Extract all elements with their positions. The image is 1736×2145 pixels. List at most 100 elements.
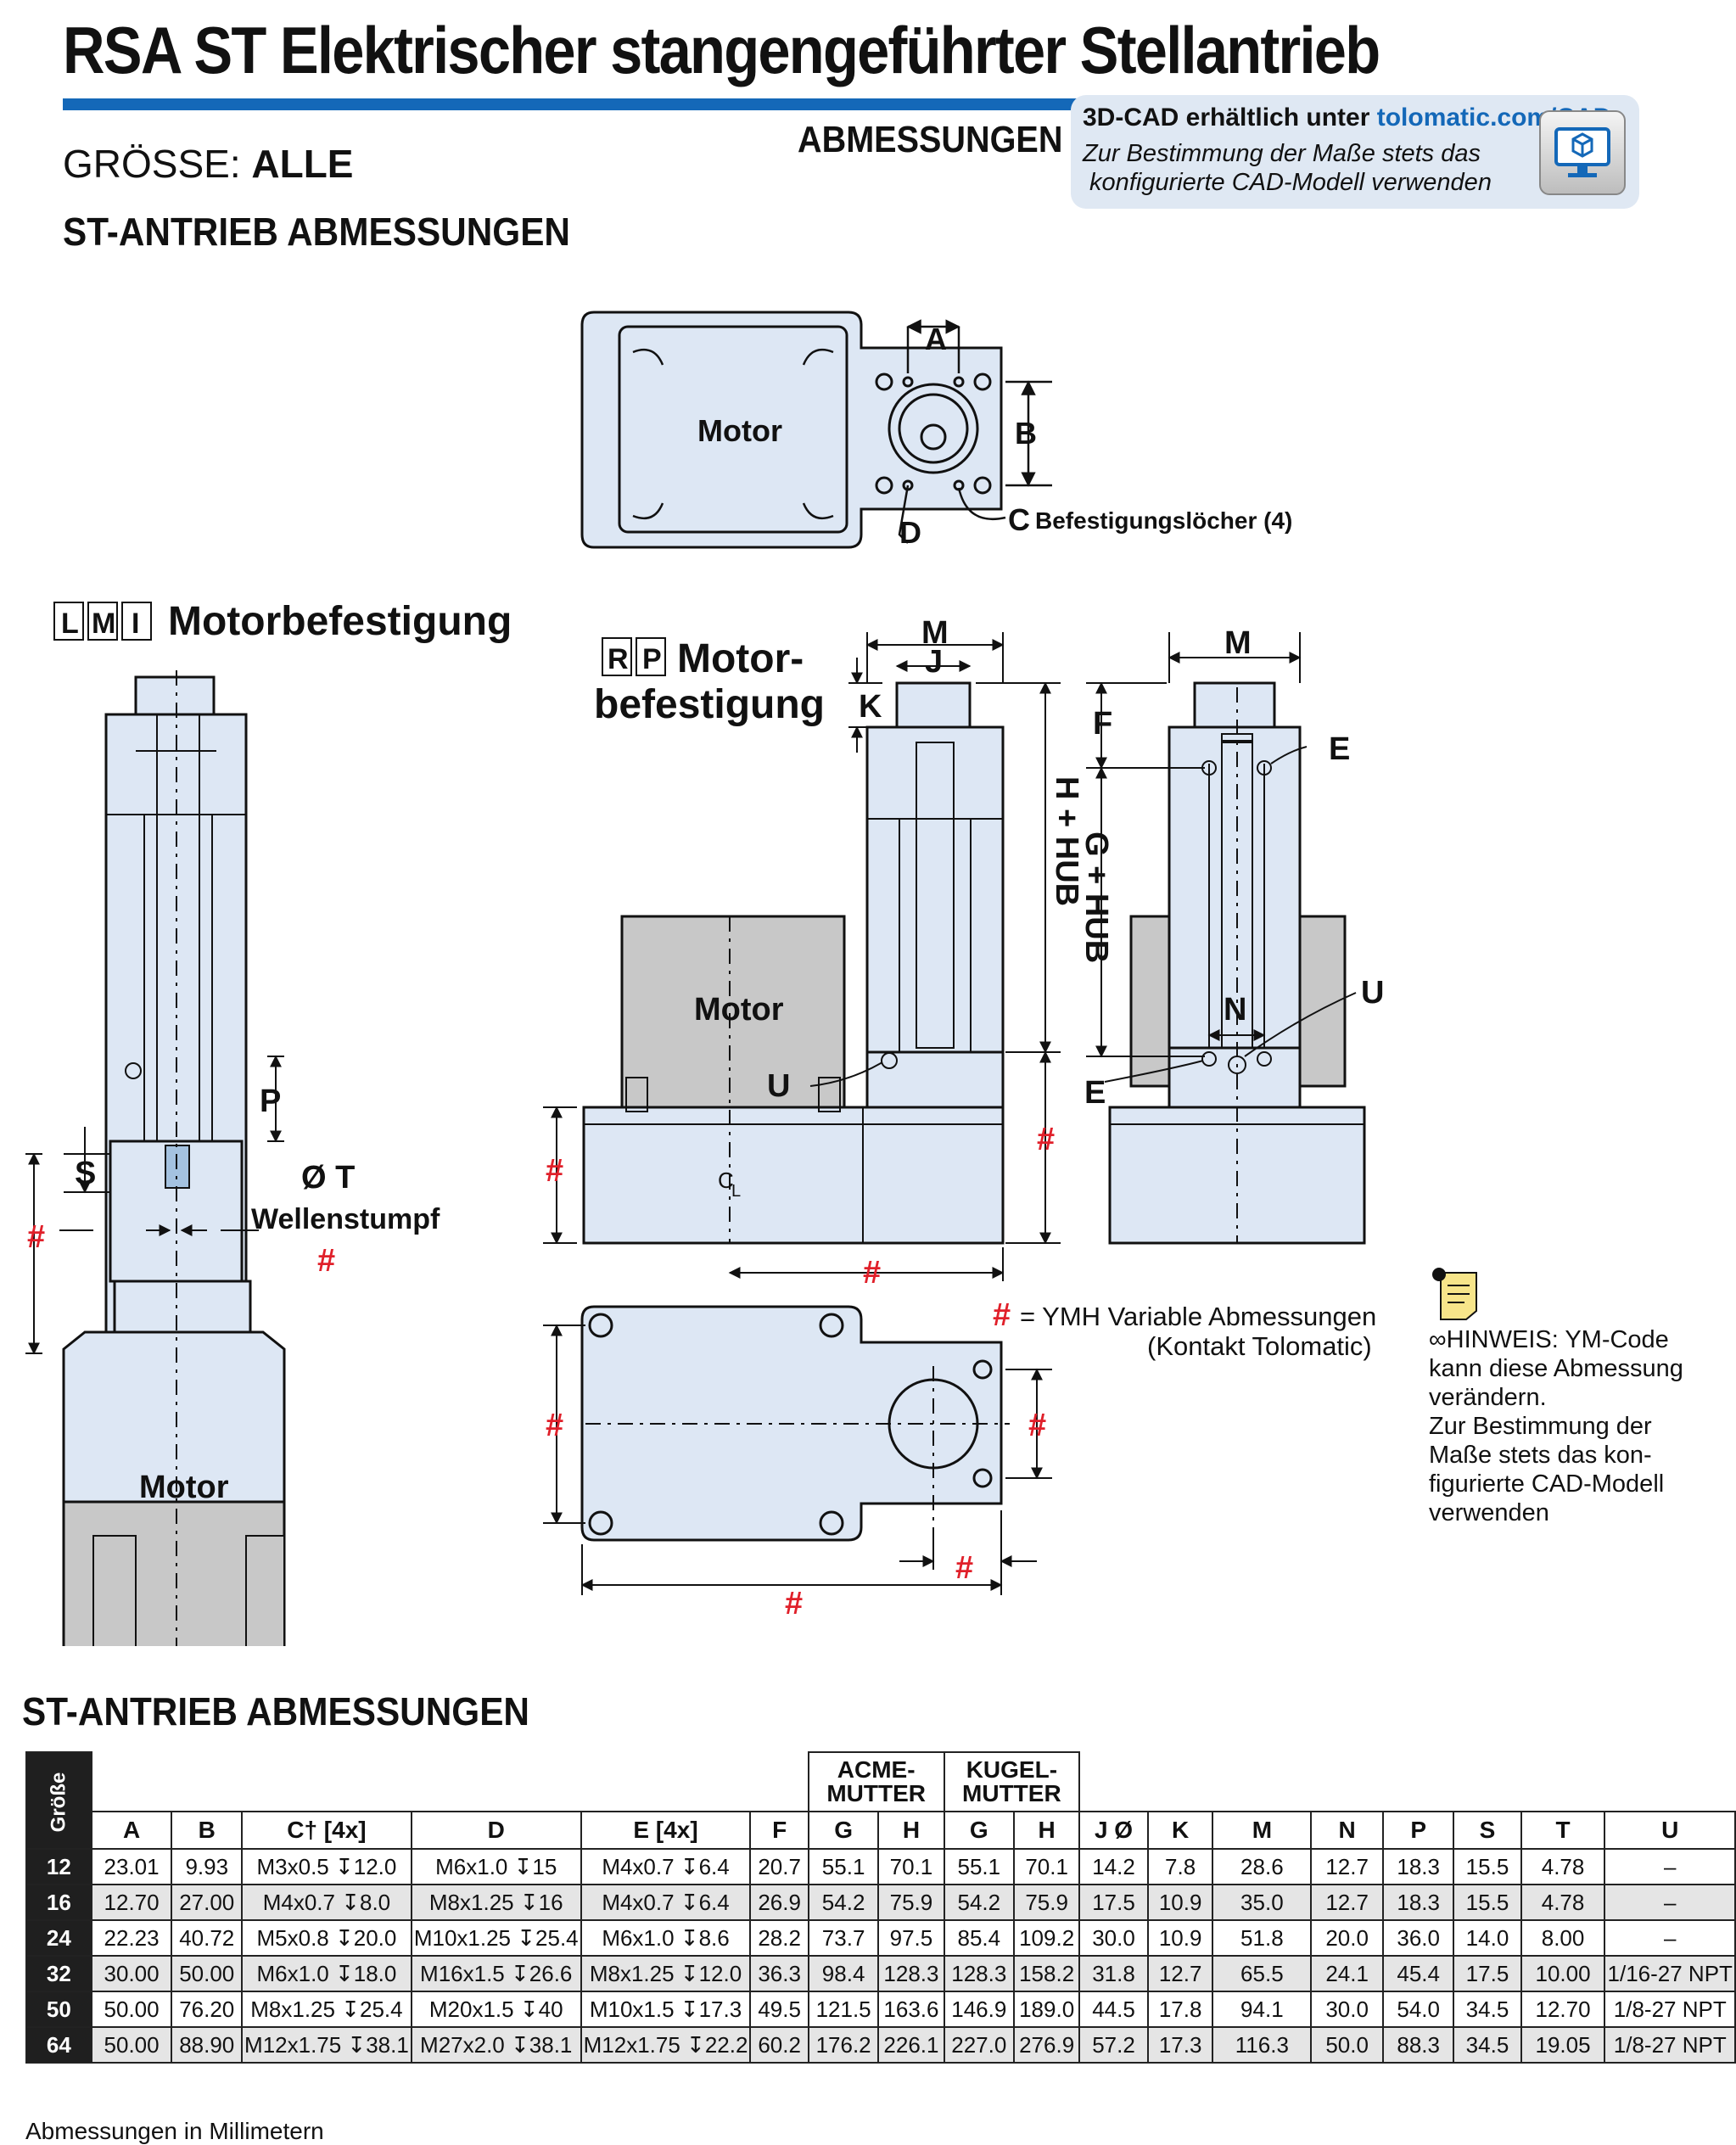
table-cell: – <box>1604 1919 1736 1957</box>
svg-text:#: # <box>863 1255 881 1291</box>
table-cell: 36.0 <box>1381 1919 1455 1957</box>
table-cell: 57.2 <box>1078 2026 1149 2064</box>
g-stroke-label: G + HUB <box>1078 832 1114 963</box>
table-cell: M16x1.5 ↧26.6 <box>410 1955 582 1992</box>
table-cell: 10.9 <box>1146 1884 1214 1921</box>
size-cell: 50 <box>25 1991 92 2028</box>
rp-badge: R P <box>602 637 666 676</box>
table-cell: 12.70 <box>90 1884 173 1921</box>
size-line: GRÖSSE: ALLE <box>63 141 354 187</box>
table-footnote: Abmessungen in Millimetern <box>25 2118 324 2144</box>
table-cell: 20.0 <box>1310 1919 1384 1957</box>
svg-text:I: I <box>132 608 139 640</box>
table-cell: 55.1 <box>943 1848 1016 1885</box>
table-cell: 128.3 <box>877 1955 945 1992</box>
table-cell: 121.5 <box>807 1991 880 2028</box>
size-cell: 12 <box>25 1848 92 1885</box>
col-header: H <box>1013 1811 1081 1850</box>
acme-group-header: ACME-MUTTER <box>807 1750 945 1813</box>
table-cell: 128.3 <box>943 1955 1016 1992</box>
col-header: G <box>807 1811 880 1850</box>
table-cell: M5x0.8 ↧20.0 <box>241 1919 412 1957</box>
col-header: H <box>877 1811 945 1850</box>
table-cell: 30.0 <box>1310 1991 1384 2028</box>
col-header: S <box>1453 1811 1522 1850</box>
table-cell: M27x2.0 ↧38.1 <box>410 2026 582 2064</box>
size-cell: 64 <box>25 2026 92 2064</box>
svg-text:D: D <box>899 515 921 550</box>
table-cell: 50.0 <box>1310 2026 1384 2064</box>
table-cell: 1/8-27 NPT <box>1604 2026 1736 2064</box>
col-header: M <box>1212 1811 1313 1850</box>
svg-text:L: L <box>61 608 79 640</box>
svg-text:#: # <box>546 1153 563 1189</box>
table-cell: 12.70 <box>1520 1991 1606 2028</box>
mounting-holes-label: Befestigungslöcher (4) <box>1035 507 1292 534</box>
table-cell: 34.5 <box>1453 2026 1522 2064</box>
table-cell: 22.23 <box>90 1919 173 1957</box>
top-view-motor <box>618 325 848 534</box>
table-cell: 50.00 <box>171 1955 244 1992</box>
svg-text:E: E <box>1329 731 1350 767</box>
technical-drawing: Motor A B D C Befestigungslöcher (4) <box>25 311 1477 1646</box>
table-cell: 45.4 <box>1381 1955 1455 1992</box>
table-cell: 73.7 <box>807 1919 880 1957</box>
table-cell: 30.00 <box>90 1955 173 1992</box>
lmi-title: Motorbefestigung <box>168 599 512 644</box>
table-cell: 18.3 <box>1381 1884 1455 1921</box>
table-cell: 54.2 <box>943 1884 1016 1921</box>
top-motor-label: Motor <box>697 413 782 448</box>
svg-text:N: N <box>1224 992 1246 1028</box>
table-cell: M6x1.0 ↧8.6 <box>580 1919 752 1957</box>
table-cell: 36.3 <box>749 1955 809 1992</box>
table-cell: 17.5 <box>1078 1884 1149 1921</box>
table-cell: M3x0.5 ↧12.0 <box>241 1848 412 1885</box>
table-cell: 51.8 <box>1212 1919 1313 1957</box>
svg-text:F: F <box>1093 706 1112 742</box>
svg-text:R: R <box>608 643 629 675</box>
table-cell: 17.3 <box>1146 2026 1214 2064</box>
table-cell: M8x1.25 ↧16 <box>410 1884 582 1921</box>
table-cell: 10.9 <box>1146 1919 1214 1957</box>
rp-motor-label: Motor <box>694 992 784 1028</box>
table-cell: 54.2 <box>807 1884 880 1921</box>
svg-text:#: # <box>1028 1408 1046 1443</box>
table-cell: 60.2 <box>749 2026 809 2064</box>
table-cell: 50.00 <box>90 2026 173 2064</box>
svg-text:M: M <box>92 608 115 640</box>
legend-hash: # <box>993 1297 1011 1333</box>
table-cell: 55.1 <box>807 1848 880 1885</box>
size-value: ALLE <box>251 142 354 186</box>
rp-title-line-1: Motor- <box>677 636 804 681</box>
table-cell: 70.1 <box>1013 1848 1081 1885</box>
table-cell: 98.4 <box>807 1955 880 1992</box>
cad-monitor-icon[interactable] <box>1539 110 1626 195</box>
section-title: ST-ANTRIEB ABMESSUNGEN <box>63 210 570 254</box>
table-cell: 7.8 <box>1146 1848 1214 1885</box>
size-header: Größe <box>25 1751 92 1850</box>
svg-text:C: C <box>1008 502 1030 537</box>
table-cell: 14.0 <box>1453 1919 1522 1957</box>
table-cell: 15.5 <box>1453 1848 1522 1885</box>
svg-text:C: C <box>718 1168 734 1193</box>
rp-title-line-2: befestigung <box>594 682 825 727</box>
table-cell: 14.2 <box>1078 1848 1149 1885</box>
h-stroke-label: H + HUB <box>1049 776 1084 906</box>
table-cell: 12.7 <box>1310 1848 1384 1885</box>
table-cell: 12.7 <box>1146 1955 1214 1992</box>
svg-text:L: L <box>731 1182 741 1201</box>
table-cell: 189.0 <box>1013 1991 1081 2028</box>
table-cell: 35.0 <box>1212 1884 1313 1921</box>
table-cell: M6x1.0 ↧18.0 <box>241 1955 412 1992</box>
table-cell: – <box>1604 1884 1736 1921</box>
svg-text:S: S <box>75 1156 96 1191</box>
table-cell: 27.00 <box>171 1884 244 1921</box>
legend-line-2: (Kontakt Tolomatic) <box>1147 1331 1372 1361</box>
table-cell: 9.93 <box>171 1848 244 1885</box>
page-title: RSA ST Elektrischer stangengeführter Ste… <box>63 13 1380 87</box>
table-cell: 97.5 <box>877 1919 945 1957</box>
svg-text:U: U <box>767 1068 790 1104</box>
